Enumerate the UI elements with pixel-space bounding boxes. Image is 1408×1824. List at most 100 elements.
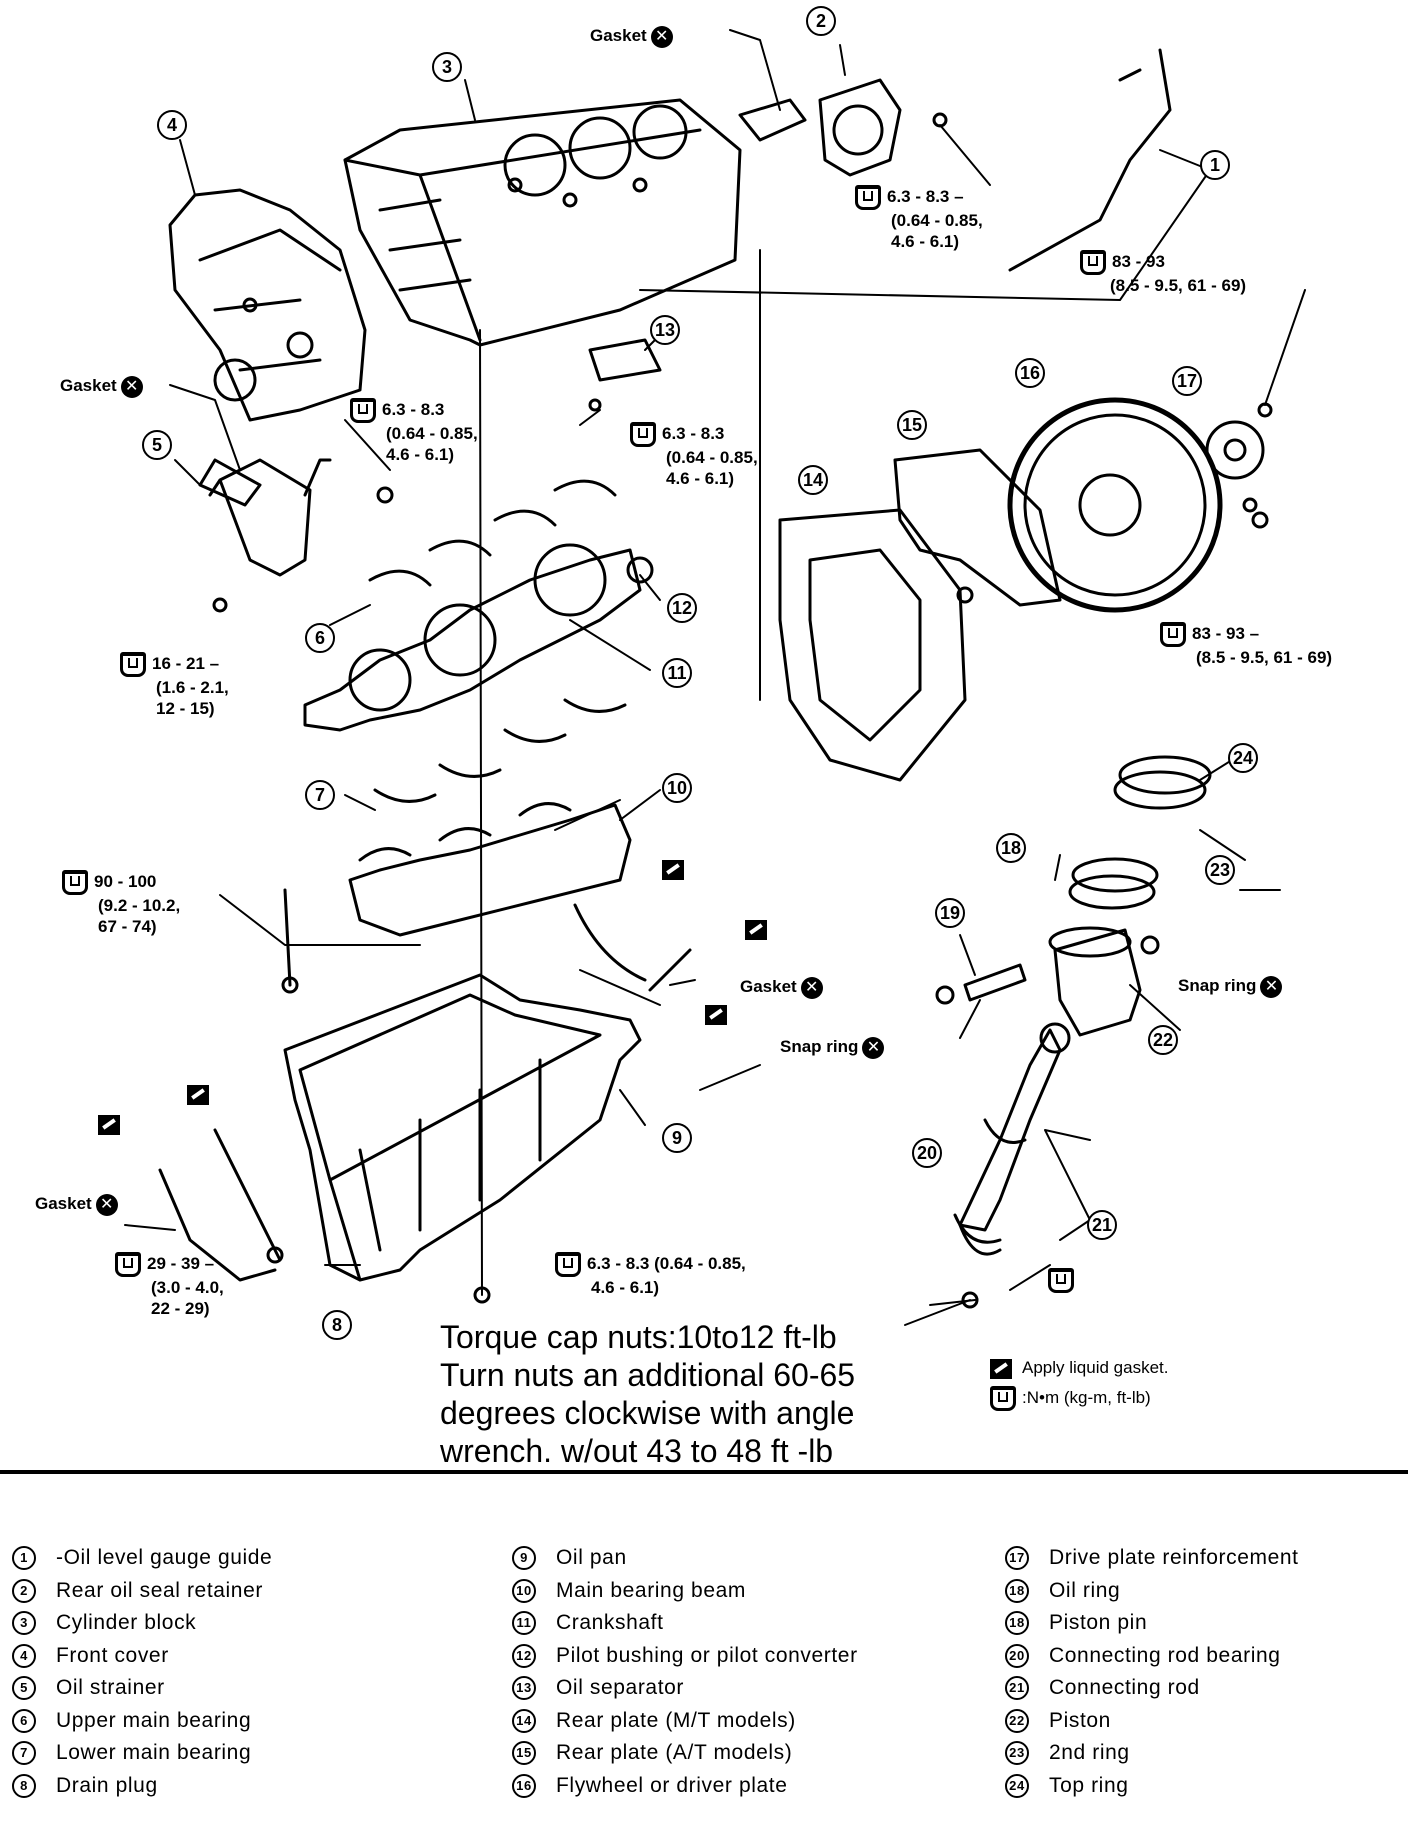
legend-torque-units: :N•m (kg-m, ft-lb) <box>990 1383 1168 1413</box>
flywheel <box>1007 397 1223 613</box>
torque-spec-front-cover: 6.3 - 8.3 (0.64 - 0.85, 4.6 - 6.1) <box>350 398 478 465</box>
callout-21: 21 <box>1087 1210 1117 1240</box>
liquid-gasket-icon <box>187 1085 209 1105</box>
oil-strainer <box>208 458 312 577</box>
rear-plate-at <box>893 448 1062 607</box>
second-ring <box>1113 770 1207 810</box>
front-cover <box>168 188 367 422</box>
oil-level-gauge-guide <box>1008 48 1172 272</box>
torque-spec-rod-nut <box>1048 1268 1080 1293</box>
replace-icon: ✕ <box>862 1036 885 1059</box>
list-item: 1-Oil level gauge guide <box>12 1542 272 1575</box>
rear-gasket <box>738 98 807 142</box>
torque-icon <box>350 398 376 423</box>
rear-oil-seal-retainer <box>818 78 902 177</box>
callout-5: 5 <box>142 430 172 460</box>
torque-icon <box>855 185 881 210</box>
liquid-gasket-icon <box>98 1115 120 1135</box>
torque-icon <box>555 1252 581 1277</box>
main-bearing-beam <box>348 803 632 937</box>
torque-icon <box>1080 250 1106 275</box>
callout-17: 17 <box>1172 366 1202 396</box>
oil-separator <box>588 338 662 382</box>
torque-spec-rear-retainer: 6.3 - 8.3 – (0.64 - 0.85, 4.6 - 6.1) <box>855 185 983 252</box>
torque-spec-flywheel: 83 - 93 – (8.5 - 9.5, 61 - 69) <box>1160 622 1332 668</box>
torque-icon <box>1160 622 1186 647</box>
liquid-gasket-icon <box>705 1005 727 1025</box>
replace-icon: ✕ <box>95 1193 118 1216</box>
torque-spec-drain-plug: 29 - 39 – (3.0 - 4.0, 22 - 29) <box>115 1252 224 1319</box>
oil-pan <box>283 973 642 1282</box>
callout-13: 13 <box>650 315 680 345</box>
divider <box>0 1470 1408 1474</box>
gasket-label-beam: Gasket✕ <box>740 976 823 999</box>
callout-9: 9 <box>662 1123 692 1153</box>
torque-icon <box>120 652 146 677</box>
torque-icon <box>990 1386 1016 1412</box>
symbol-legend: Apply liquid gasket. :N•m (kg-m, ft-lb) <box>990 1353 1168 1413</box>
piston <box>1053 928 1142 1037</box>
cylinder-block <box>343 98 742 347</box>
liquid-gasket-icon <box>662 860 684 880</box>
top-ring <box>1118 755 1212 795</box>
liquid-gasket-icon <box>990 1358 1012 1379</box>
callout-15: 15 <box>897 410 927 440</box>
callout-10: 10 <box>662 773 692 803</box>
callout-12: 12 <box>667 593 697 623</box>
gasket-label-top: Gasket✕ <box>590 25 673 48</box>
callout-11: 11 <box>662 658 692 688</box>
callout-18: 18 <box>996 833 1026 863</box>
connecting-rod <box>958 1028 1062 1232</box>
replace-icon: ✕ <box>1260 975 1283 998</box>
drive-plate-reinforcement <box>1205 420 1265 480</box>
callout-8: 8 <box>322 1310 352 1340</box>
callout-7: 7 <box>305 780 335 810</box>
torque-spec-oil-separator: 6.3 - 8.3 (0.64 - 0.85, 4.6 - 6.1) <box>630 422 758 489</box>
callout-19: 19 <box>935 898 965 928</box>
callout-1: 1 <box>1200 150 1230 180</box>
callout-23: 23 <box>1205 855 1235 885</box>
gasket-label-front: Gasket✕ <box>60 375 143 398</box>
crankshaft <box>303 548 642 732</box>
replace-icon: ✕ <box>650 25 673 48</box>
torque-spec-oil-strainer: 16 - 21 – (1.6 - 2.1, 12 - 15) <box>120 652 229 719</box>
callout-24: 24 <box>1228 743 1258 773</box>
snap-ring-label-right: Snap ring✕ <box>1178 975 1283 998</box>
torque-spec-oil-pan: 6.3 - 8.3 (0.64 - 0.85, 4.6 - 6.1) <box>555 1252 746 1298</box>
callout-2: 2 <box>806 6 836 36</box>
legend-liquid-gasket: Apply liquid gasket. <box>990 1353 1168 1383</box>
torque-spec-bearing-beam: 90 - 100 (9.2 - 10.2, 67 - 74) <box>62 870 180 937</box>
torque-icon <box>630 422 656 447</box>
replace-icon: ✕ <box>800 976 823 999</box>
liquid-gasket-icon <box>745 920 767 940</box>
snap-ring-label-left: Snap ring✕ <box>780 1036 885 1059</box>
callout-16: 16 <box>1015 358 1045 388</box>
gasket-label-pan: Gasket✕ <box>35 1193 118 1216</box>
replace-icon: ✕ <box>120 375 143 398</box>
callout-22: 22 <box>1148 1025 1178 1055</box>
callout-4: 4 <box>157 110 187 140</box>
callout-6: 6 <box>305 623 335 653</box>
